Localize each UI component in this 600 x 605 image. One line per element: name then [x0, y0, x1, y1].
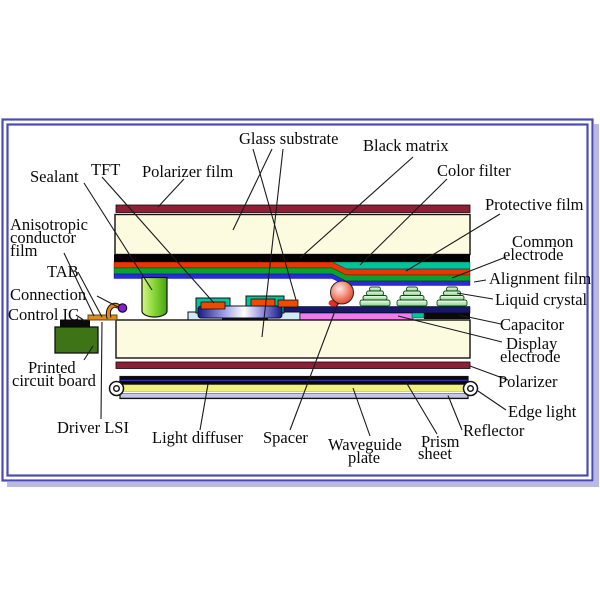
label-liquid-crystal: Liquid crystal — [495, 290, 588, 309]
label-sealant: Sealant — [30, 167, 79, 186]
leader-reflector — [447, 395, 463, 431]
leader-liquid-crystal — [456, 292, 494, 300]
leader-connection — [96, 295, 119, 308]
leader-alignment-film — [473, 279, 487, 283]
tft-pad-left — [200, 301, 226, 310]
label-printed-circuit-board-2: circuit board — [12, 371, 97, 390]
leader-prism-sheet — [405, 381, 438, 435]
capacitor-strip — [424, 313, 470, 319]
label-anisotropic-3: film — [10, 241, 38, 260]
black-matrix-layer — [114, 254, 470, 262]
backlight-unit — [108, 375, 479, 400]
label-black-matrix: Black matrix — [363, 136, 449, 155]
leader-common-electrode — [451, 256, 507, 279]
reflector-strip — [119, 393, 469, 399]
control-ic-chip — [60, 319, 90, 327]
leader-lines — [63, 148, 509, 437]
label-polarizer: Polarizer — [498, 372, 558, 391]
label-control-ic: Control IC — [8, 305, 79, 324]
bus-line-strip — [275, 306, 471, 314]
cone-stack — [436, 286, 468, 307]
cone-stack — [396, 286, 428, 307]
label-printed-circuit-board-1: Printed — [28, 358, 76, 377]
label-color-filter: Color filter — [437, 161, 511, 180]
alignment-film-layer — [113, 273, 471, 286]
upper-glass-substrate — [114, 213, 471, 256]
leader-spacer — [289, 302, 339, 431]
label-driver-lsi: Driver LSI — [57, 418, 129, 437]
label-protective-film: Protective film — [485, 195, 584, 214]
liquid-crystal-cones — [359, 286, 468, 307]
leader-tab — [77, 271, 103, 318]
leader-tft — [101, 176, 215, 304]
waveguide-plate-strip — [119, 384, 469, 392]
label-polarizer-film: Polarizer film — [142, 162, 233, 181]
leader-polarizer — [469, 365, 509, 381]
lower-glass-substrate — [115, 319, 471, 359]
label-common-electrode-2: electrode — [503, 245, 563, 264]
frame-shadow-right — [594, 124, 599, 486]
label-tab: TAB — [47, 262, 79, 281]
leader-glass-substrate-upper — [232, 148, 273, 231]
label-connection: Connection — [10, 285, 86, 304]
label-prism-sheet-1: Prism — [421, 432, 460, 451]
label-anisotropic-1: Anisotropic — [10, 215, 88, 234]
edge-light-lamp-left-core — [112, 385, 120, 393]
edge-light-lamp-right-core — [467, 385, 475, 393]
leader-color-filter — [359, 178, 448, 266]
label-glass-substrate: Glass substrate — [239, 129, 338, 148]
leader-light-diffuser — [199, 383, 209, 431]
spacer-ball — [330, 280, 354, 305]
backlight-gap-strip — [120, 391, 468, 394]
leader-glass-substrate-mid — [252, 148, 297, 301]
tft-pad-right — [250, 298, 276, 307]
leader-waveguide-plate — [352, 387, 371, 437]
frame-inner — [6, 123, 589, 477]
tab-film-ribbon — [87, 314, 118, 321]
leader-printed-circuit-board — [83, 345, 94, 361]
sealant-shape — [141, 276, 168, 318]
cone-stack — [359, 286, 391, 307]
label-reflector: Reflector — [463, 421, 525, 440]
label-prism-sheet-2: sheet — [418, 444, 452, 463]
label-waveguide-plate-2: plate — [348, 448, 380, 467]
label-display-electrode-2: electrode — [500, 347, 560, 366]
upper-polarizer-film-strip — [115, 204, 471, 213]
leader-black-matrix — [299, 156, 414, 259]
leader-sealant — [83, 182, 153, 291]
lower-polarizer-strip — [115, 361, 471, 369]
label-tft: TFT — [91, 160, 120, 179]
diffuser-divider-line — [120, 379, 468, 382]
leader-driver-lsi — [100, 321, 103, 420]
label-spacer: Spacer — [263, 428, 308, 447]
label-edge-light: Edge light — [508, 402, 577, 421]
leader-glass-substrate-lower — [261, 148, 284, 338]
label-capacitor: Capacitor — [500, 315, 565, 334]
label-waveguide-plate-1: Waveguide — [328, 435, 402, 454]
connection-dot — [117, 303, 128, 313]
leader-display-electrode — [397, 315, 503, 343]
leader-capacitor — [458, 314, 502, 325]
leader-anisotropic-conductor-film — [63, 252, 95, 317]
leader-control-ic — [75, 314, 86, 322]
leader-edge-light — [477, 390, 507, 411]
label-display-electrode-1: Display — [506, 334, 558, 353]
capacitor-teal-piece — [411, 312, 425, 319]
leader-polarizer-film — [157, 178, 185, 208]
color-filter-layer — [332, 261, 471, 270]
label-common-electrode-1: Common — [512, 232, 573, 251]
tab-curve — [106, 303, 121, 319]
bus-contact-pad — [277, 299, 299, 308]
label-light-diffuser: Light diffuser — [152, 428, 243, 447]
leader-protective-film — [405, 213, 501, 272]
label-anisotropic-2: conductor — [10, 228, 76, 247]
frame-shadow-bottom — [7, 482, 599, 487]
label-alignment-film: Alignment film — [489, 269, 591, 288]
